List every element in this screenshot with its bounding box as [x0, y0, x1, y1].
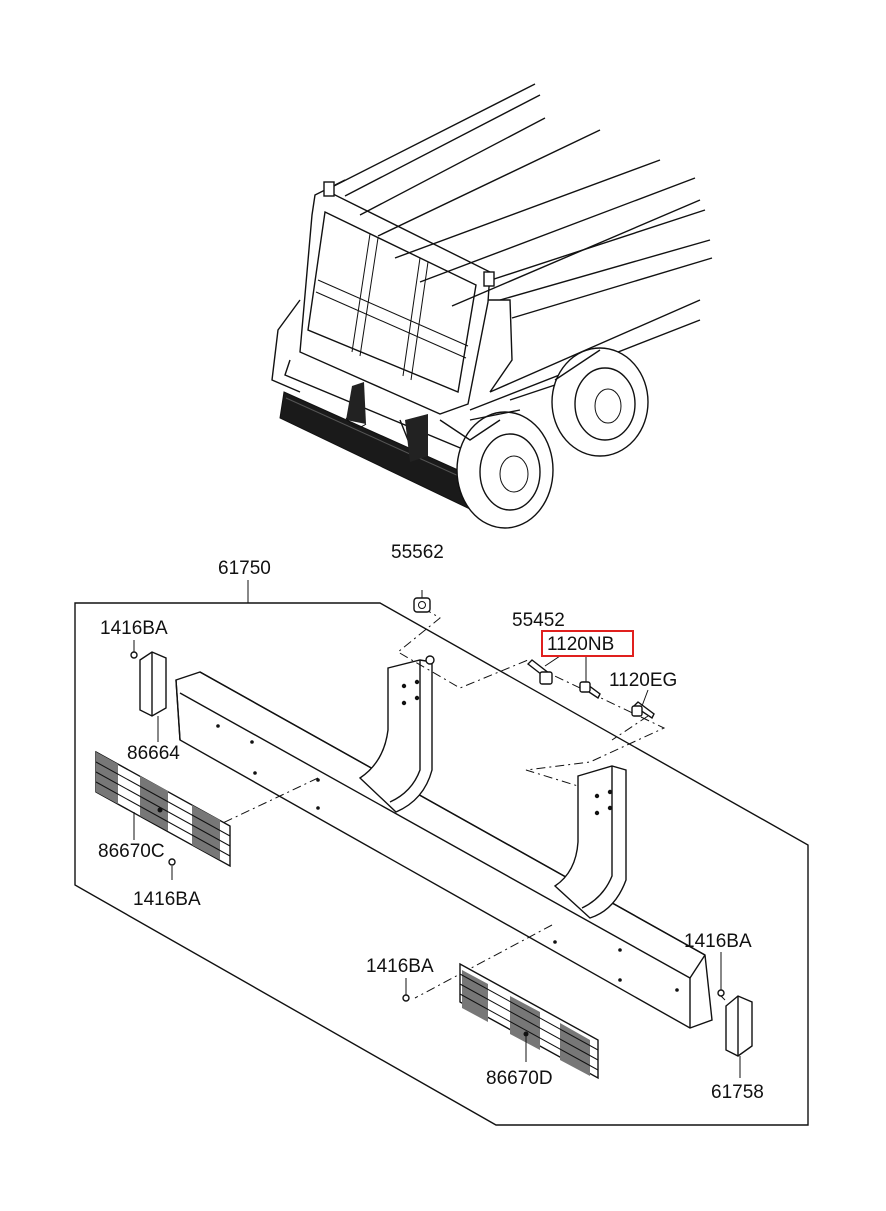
label-1120NB[interactable]: 1120NB [547, 634, 614, 655]
reflector-86670C [95, 750, 231, 868]
nut-55562 [413, 590, 431, 613]
label-86664[interactable]: 86664 [127, 743, 180, 764]
screw-top-left [130, 651, 138, 659]
end-cap-61758 [725, 995, 753, 1078]
label-1416BA-left-lower[interactable]: 1416BA [133, 889, 201, 910]
label-1416BA-center[interactable]: 1416BA [366, 956, 434, 977]
bolt-1120NB [578, 656, 601, 700]
rear-bumper-beam [175, 671, 713, 1029]
label-55452[interactable]: 55452 [512, 610, 565, 631]
reflector-86670D [459, 962, 599, 1080]
label-1120EG[interactable]: 1120EG [609, 670, 677, 691]
dump-truck-illustration [271, 83, 713, 529]
label-1416BA-right[interactable]: 1416BA [684, 931, 752, 952]
mounting-bracket-left [358, 655, 435, 813]
label-86670C[interactable]: 86670C [98, 841, 165, 862]
end-cap-86664 [139, 651, 167, 742]
label-61750[interactable]: 61750 [218, 558, 271, 579]
screw-right [717, 989, 725, 997]
label-61758[interactable]: 61758 [711, 1082, 764, 1103]
bolt-1120EG [631, 689, 655, 720]
highlight-box [541, 630, 634, 657]
assembly-boundary [74, 602, 809, 1126]
label-1416BA-top-left[interactable]: 1416BA [100, 618, 168, 639]
mounting-bracket-right [553, 765, 627, 919]
label-55562[interactable]: 55562 [391, 542, 444, 563]
label-86670D[interactable]: 86670D [486, 1068, 553, 1089]
bolt-55452 [526, 655, 561, 685]
screw-center [402, 994, 410, 1002]
screw-left-lower [168, 858, 176, 866]
